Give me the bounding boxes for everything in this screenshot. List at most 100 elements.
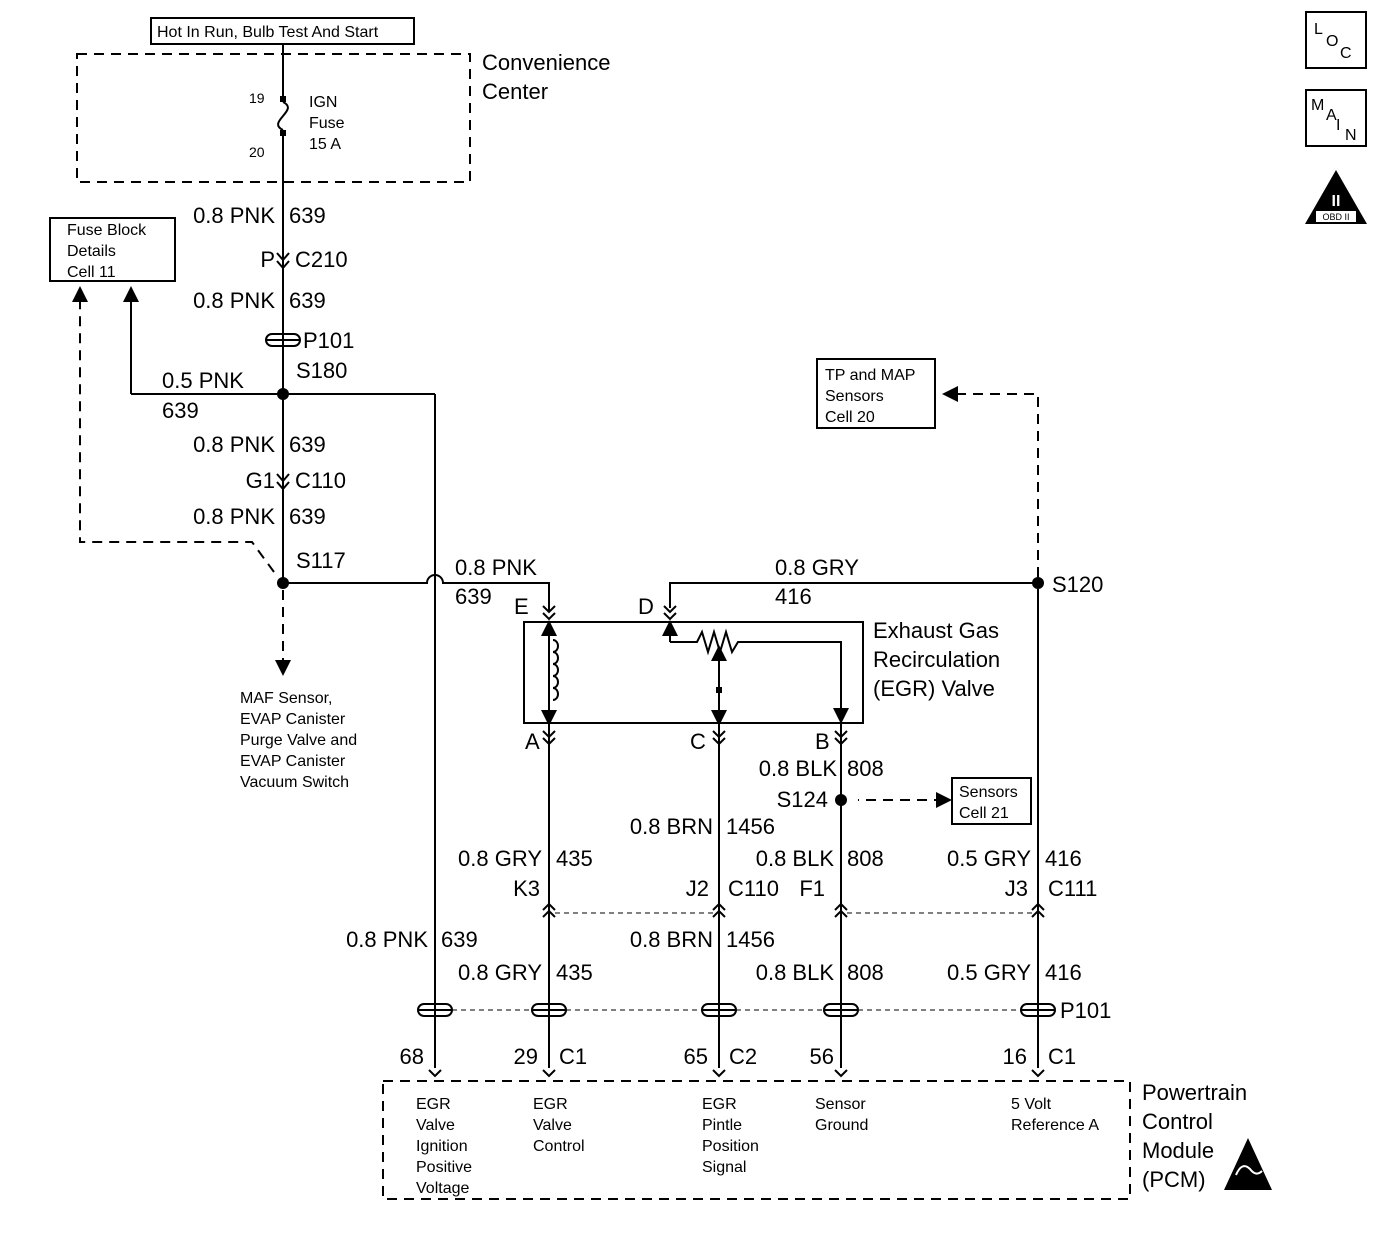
- wire-3-label: 0.5 PNK: [162, 368, 244, 393]
- wire-17-label: 0.5 GRY: [947, 960, 1031, 985]
- wire-16-circuit: 808: [847, 960, 884, 985]
- svg-text:C: C: [1340, 45, 1352, 62]
- pcm-pin-56: 56: [810, 1044, 834, 1069]
- c110-pin: G1: [246, 468, 275, 493]
- wire-15-label: 0.8 GRY: [458, 960, 542, 985]
- maf-ref-2: EVAP Canister: [240, 711, 346, 728]
- svg-text:Sensor: Sensor: [815, 1096, 866, 1113]
- svg-text:II: II: [1332, 193, 1341, 210]
- c110-c111-connectors: [542, 902, 1045, 918]
- fuse-icon: [277, 101, 289, 131]
- maf-ref-5: Vacuum Switch: [240, 774, 349, 791]
- s120-label: S120: [1052, 572, 1103, 597]
- fuse-label-3: 15 A: [309, 136, 341, 153]
- sensors-ref-1: Sensors: [959, 784, 1018, 801]
- svg-text:I: I: [1336, 117, 1340, 134]
- pin-e: E: [514, 594, 529, 619]
- fuse-pin-top-label: 19: [249, 90, 265, 106]
- wire-7-label: 0.8 GRY: [775, 555, 859, 580]
- esd-warning-icon: [1224, 1138, 1272, 1190]
- pcm-function-control: EGR Valve Control: [533, 1096, 585, 1155]
- wire-15-circuit: 435: [556, 960, 593, 985]
- wire-5-circuit: 639: [289, 504, 326, 529]
- pcm-pin-29-conn: C1: [559, 1044, 587, 1069]
- wire-13-label: 0.8 PNK: [346, 927, 428, 952]
- wire-2-circuit: 639: [289, 288, 326, 313]
- wire-11-circuit: 808: [847, 846, 884, 871]
- wire-7-circuit: 416: [775, 584, 812, 609]
- fuse-block-ref-1: Fuse Block: [67, 222, 147, 239]
- sensors-ref-box[interactable]: [951, 777, 1032, 825]
- c110-label: C110: [295, 468, 346, 493]
- pcm-label-4: (PCM): [1142, 1167, 1206, 1192]
- wire-10-label: 0.8 GRY: [458, 846, 542, 871]
- pcm-function-ignition: EGR Valve Ignition Positive Voltage: [416, 1096, 472, 1197]
- fuse-block-ref-box[interactable]: [49, 217, 176, 282]
- wire-6-label: 0.8 PNK: [455, 555, 537, 580]
- maf-ref-1: MAF Sensor,: [240, 690, 332, 707]
- wire-3-circuit: 639: [162, 398, 199, 423]
- wire-10-circuit: 435: [556, 846, 593, 871]
- convenience-center-label-1: Convenience: [482, 50, 610, 75]
- pin-a: A: [525, 729, 540, 754]
- s180-label: S180: [296, 358, 347, 383]
- j2-label: J2: [686, 876, 709, 901]
- pcm-function-reference: 5 Volt Reference A: [1011, 1096, 1099, 1134]
- obd-ii-icon[interactable]: II OBD II: [1305, 170, 1367, 224]
- sensors-ref-2: Cell 21: [959, 805, 1009, 822]
- pin-c: C: [690, 729, 706, 754]
- j3-label: J3: [1005, 876, 1028, 901]
- p101-bottom-connectors: [417, 1003, 1056, 1017]
- wire-1-label: 0.8 PNK: [193, 203, 275, 228]
- s120-splice: [1032, 577, 1044, 589]
- p101-top-label: P101: [303, 328, 354, 353]
- pcm-box: [382, 1080, 1131, 1200]
- svg-text:N: N: [1345, 127, 1357, 144]
- fuse-block-dashed-link: [72, 286, 275, 573]
- svg-text:Position: Position: [702, 1138, 759, 1155]
- svg-text:5 Volt: 5 Volt: [1011, 1096, 1052, 1113]
- c110b-label: C110: [728, 876, 779, 901]
- wire-9-label: 0.8 BRN: [630, 814, 713, 839]
- maf-ref-3: Purge Valve and: [240, 732, 357, 749]
- wire-8-label: 0.8 BLK: [759, 756, 838, 781]
- wire-12-circuit: 416: [1045, 846, 1082, 871]
- wire-1-circuit: 639: [289, 203, 326, 228]
- c210-connector-icon: [276, 252, 290, 270]
- potentiometer-icon: [670, 628, 849, 724]
- main-icon[interactable]: M A I N: [1305, 89, 1367, 147]
- svg-text:L: L: [1314, 21, 1323, 38]
- fuse-block-ref-2: Details: [67, 243, 116, 260]
- f1-label: F1: [799, 876, 825, 901]
- pin-b: B: [815, 729, 830, 754]
- svg-text:A: A: [1326, 107, 1337, 124]
- pcm-pin-16: 16: [1003, 1044, 1027, 1069]
- convenience-center-box: [76, 53, 471, 183]
- pcm-function-ground: Sensor Ground: [815, 1096, 868, 1134]
- svg-text:EGR: EGR: [533, 1096, 568, 1113]
- wire-4-circuit: 639: [289, 432, 326, 457]
- tp-map-ref-2: Sensors: [825, 388, 884, 405]
- pcm-label-1: Powertrain: [1142, 1080, 1247, 1105]
- svg-text:M: M: [1311, 97, 1324, 114]
- convenience-center-label-2: Center: [482, 79, 548, 104]
- svg-text:Pintle: Pintle: [702, 1117, 742, 1134]
- svg-text:Signal: Signal: [702, 1159, 746, 1176]
- loc-icon[interactable]: L O C: [1305, 11, 1367, 69]
- svg-text:O: O: [1326, 33, 1338, 50]
- wire-9-circuit: 1456: [726, 814, 775, 839]
- wire-s117-to-egr-e: [283, 574, 550, 612]
- tp-map-ref-box[interactable]: [816, 358, 936, 429]
- fuse-pin-top: [280, 96, 286, 102]
- svg-text:Ignition: Ignition: [416, 1138, 468, 1155]
- c110-connector-icon: [276, 473, 290, 491]
- wire-13-circuit: 639: [441, 927, 478, 952]
- svg-text:Valve: Valve: [416, 1117, 455, 1134]
- pcm-pin-16-conn: C1: [1048, 1044, 1076, 1069]
- p101-bottom-label: P101: [1060, 998, 1111, 1023]
- egr-label-1: Exhaust Gas: [873, 618, 999, 643]
- s124-splice: [835, 794, 847, 806]
- wire-4-label: 0.8 PNK: [193, 432, 275, 457]
